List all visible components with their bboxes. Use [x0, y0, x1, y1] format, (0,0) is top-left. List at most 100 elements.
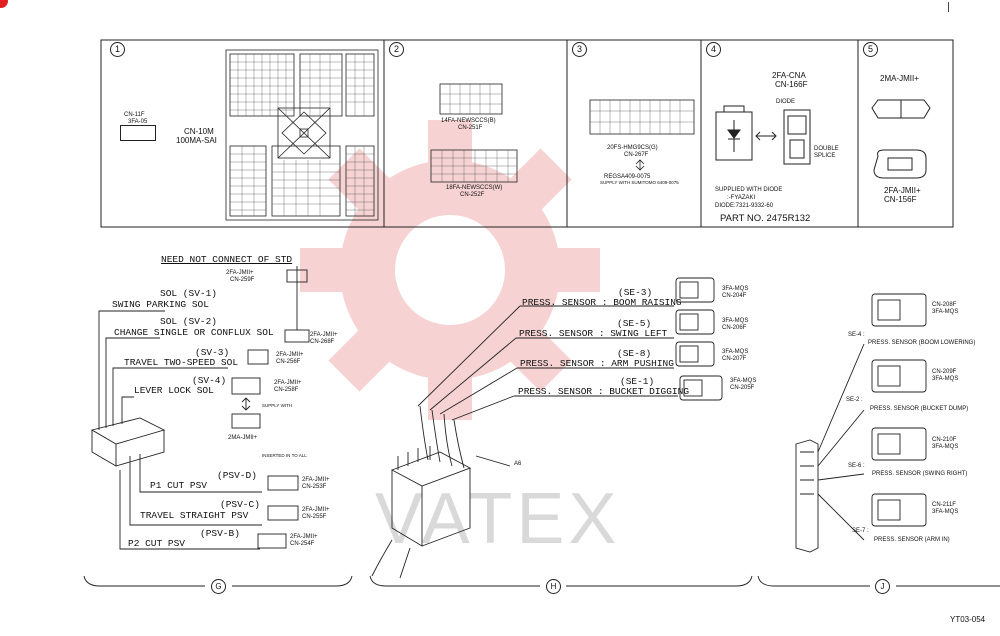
g-top-conn-type: 2FA-JMII+: [226, 270, 254, 276]
g-sv3-conn-type: 2FA-JMII+: [276, 352, 304, 358]
h-se8-code: (SE-8): [617, 348, 652, 359]
h-se3-name: PRESS. SENSOR : BOOM RAISING: [522, 297, 682, 308]
panel-1-number: 1: [110, 42, 125, 57]
g-sol2-code: SOL (SV-2): [160, 316, 218, 327]
g-sv3-conn-name: CN-256F: [276, 359, 301, 365]
h-se5-code: (SE-5): [617, 318, 652, 329]
panel-4-supplier: :-FYAZAKI: [727, 195, 756, 201]
panel-2-upper-conn-type: 14FA-NEWSCCS(B): [441, 118, 496, 124]
g-inserted-note: INSERTED IN TO ALL: [262, 453, 307, 458]
g-sol1-name: SWING PARKING SOL: [112, 299, 209, 310]
panel-5-bottom-conn-name: CN-156F: [884, 195, 917, 204]
panel-3-supply-note: SUPPLY WITH SUMITOMO 6409-0075: [600, 180, 679, 185]
g-sol1-code: SOL (SV-1): [160, 288, 218, 299]
h-se8-name: PRESS. SENSOR : ARM PUSHING: [520, 358, 674, 369]
j-se2-conn-type: 3FA-MQS: [932, 376, 959, 382]
g-psvc-conn-name: CN-255F: [302, 514, 327, 520]
g-bottom-conn-type: 2MA-JMII+: [228, 435, 258, 441]
section-g-label: G: [211, 579, 226, 594]
corner-bracket: [948, 2, 949, 12]
g-psvc-name: TRAVEL STRAIGHT PSV: [140, 510, 249, 521]
g-sol2-conn-name: CN-268F: [310, 339, 335, 345]
g-psvb-code: (PSV-B): [200, 528, 240, 539]
g-psvd-name: P1 CUT PSV: [150, 480, 208, 491]
g-sv4-code: (SV-4): [192, 375, 227, 386]
h-se1-name: PRESS. SENSOR : BUCKET DIGGING: [518, 386, 690, 397]
g-psvd-conn-name: CN-253F: [302, 484, 327, 490]
panel-4-number: 4: [706, 42, 721, 57]
panel-5-number: 5: [863, 42, 878, 57]
panel-1-main-conn-name: CN-10M: [184, 127, 214, 136]
j-se2-code: SE-2 :: [846, 397, 863, 403]
panel-1-conn-left-type: 3FA-05: [128, 119, 148, 125]
j-se7-code: SE-7 :: [852, 528, 869, 534]
panel-4-part-number: PART NO. 2475R132: [720, 213, 811, 224]
g-sv3-code: (SV-3): [195, 347, 230, 358]
panel-2-upper-conn-name: CN-251F: [458, 125, 483, 131]
g-sol2-name: CHANGE SINGLE OR CONFLUX SOL: [114, 327, 274, 338]
panel-4-splice-label-b: SPLICE: [814, 153, 836, 159]
h-se3-conn-type: 3FA-MQS: [722, 286, 749, 292]
panel-5-top-conn-type: 2MA-JMII+: [880, 74, 919, 83]
j-se4-name: PRESS. SENSOR (BOOM LOWERING): [868, 340, 976, 346]
g-psvd-code: (PSV-D): [217, 470, 257, 481]
j-se2-name: PRESS. SENSOR (BUCKET DUMP): [870, 406, 969, 412]
g-top-conn-name: CN-259F: [230, 277, 255, 283]
g-psvc-conn-type: 2FA-JMII+: [302, 507, 330, 513]
j-se7-conn-name: CN-211F: [932, 502, 956, 508]
panel-4-diode-label: DIODE: [776, 99, 796, 105]
g-psvb-conn-type: 2FA-JMII+: [290, 534, 318, 540]
g-sv3-name: TRAVEL TWO-SPEED SOL: [124, 357, 239, 368]
h-se3-code: (SE-3): [618, 287, 653, 298]
h-se1-conn-name: CN-205F: [730, 385, 755, 391]
h-se5-name: PRESS. SENSOR : SWING LEFT: [519, 328, 668, 339]
g-supply-note: SUPPLY WITH: [262, 403, 293, 408]
g-psvb-name: P2 CUT PSV: [128, 538, 186, 549]
panel-4-conn-type: 2FA-CNA: [772, 71, 806, 80]
panel-4-diode-part: DIODE:7321-9332-60: [715, 203, 774, 209]
j-se6-code: SE-6 :: [848, 463, 865, 469]
panel-4-conn-name: CN-166F: [775, 80, 808, 89]
watermark-text: VATEX: [375, 479, 621, 559]
j-se7-conn-type: 3FA-MQS: [932, 509, 959, 515]
j-se4-conn-type: 3FA-MQS: [932, 309, 959, 315]
panel-2-lower-conn-name: CN-252F: [460, 192, 485, 198]
g-sv4-conn-name: CN-258F: [274, 387, 299, 393]
section-j-label: J: [875, 579, 890, 594]
section-h-label: H: [546, 579, 561, 594]
panel-5-bottom-conn-type: 2FA-JMII+: [884, 186, 921, 195]
g-sol2-conn-type: 2FA-JMII+: [310, 332, 338, 338]
j-se7-name: PRESS. SENSOR (ARM IN): [874, 537, 950, 543]
panel-3-conn-type: 20FS-HMG9CS(G): [607, 145, 658, 151]
h-se8-conn-type: 3FA-MQS: [722, 349, 749, 355]
panel-3-number: 3: [572, 42, 587, 57]
j-se2-conn-name: CN-209F: [932, 369, 957, 375]
panel-4-splice-label-a: DOUBLE: [814, 146, 839, 152]
j-se6-name: PRESS. SENSOR (SWING RIGHT): [872, 471, 968, 477]
g-psvc-code: (PSV-C): [220, 499, 260, 510]
g-psvd-conn-type: 2FA-JMII+: [302, 477, 330, 483]
j-se6-conn-name: CN-210F: [932, 437, 957, 443]
panel-2-lower-conn-type: 18FA-NEWSCCS(W): [446, 185, 503, 191]
panel-4-supplied-note: SUPPLIED WITH DIODE: [715, 187, 783, 193]
g-sv4-conn-type: 2FA-JMII+: [274, 380, 302, 386]
h-se8-conn-name: CN-207F: [722, 356, 747, 362]
j-se6-conn-type: 3FA-MQS: [932, 444, 959, 450]
g-psvb-conn-name: CN-254F: [290, 541, 315, 547]
g-sv4-name: LEVER LOCK SOL: [134, 385, 214, 396]
h-se1-code: (SE-1): [620, 376, 655, 387]
h-se3-conn-name: CN-204F: [722, 293, 747, 299]
g-need-not-connect: NEED NOT CONNECT OF STD: [161, 254, 293, 265]
panel-1-conn-left-name: CN-11F: [124, 112, 145, 118]
figure-id: YT03-054: [950, 615, 986, 624]
h-se5-conn-type: 3FA-MQS: [722, 318, 749, 324]
